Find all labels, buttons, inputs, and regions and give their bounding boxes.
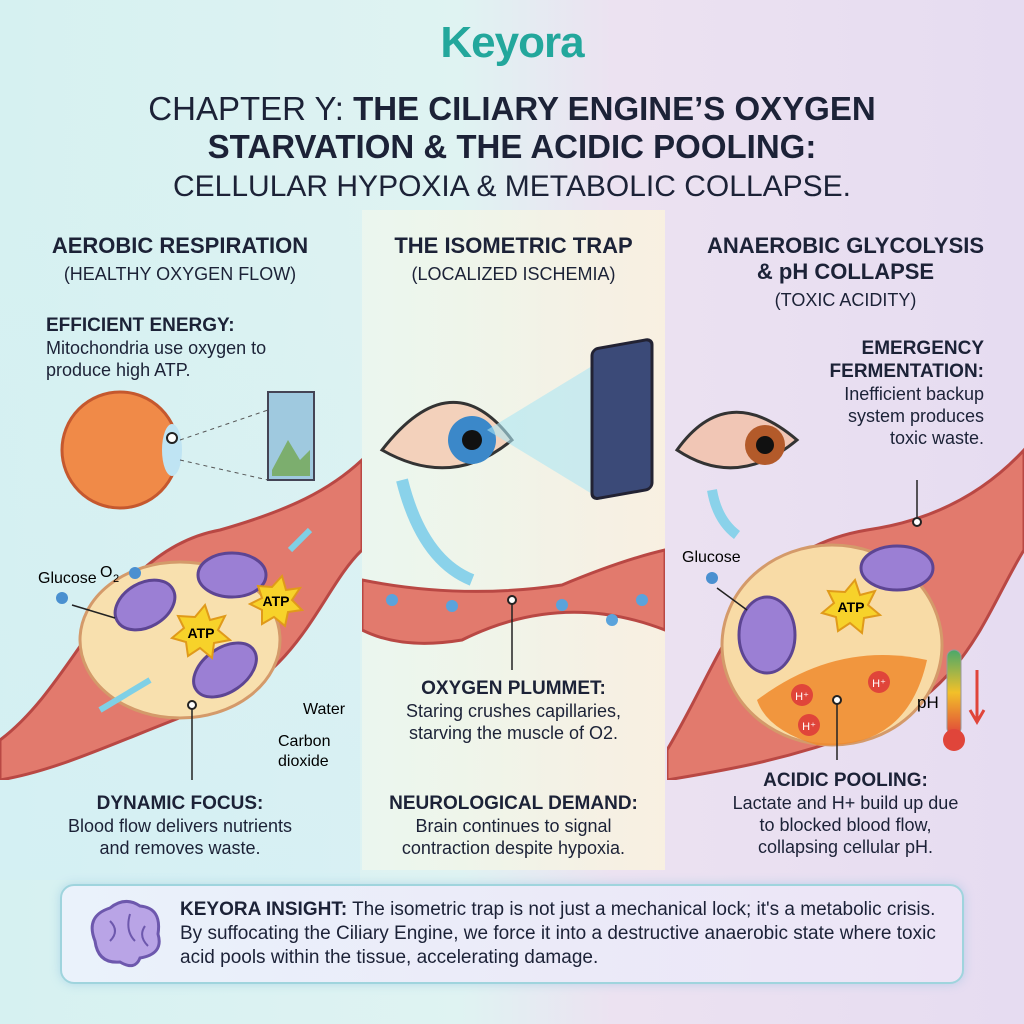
- chapter-subtitle: CELLULAR HYPOXIA & METABOLIC COLLAPSE.: [172, 170, 852, 203]
- chapter-title-line1: CHAPTER Y: THE CILIARY ENGINE’S OXYGEN: [148, 90, 876, 127]
- atp-burst-icon: [819, 577, 883, 635]
- eye-icon: [379, 401, 515, 470]
- isometric-subheading: (LOCALIZED ISCHEMIA): [411, 264, 616, 284]
- svg-text:ATP: ATP: [263, 593, 290, 609]
- insight-text: KEYORA INSIGHT: The isometric trap is no…: [180, 899, 936, 968]
- aerobic-subheading: (HEALTHY OXYGEN FLOW): [63, 264, 297, 284]
- svg-text:2: 2: [113, 573, 119, 585]
- isometric-heading: THE ISOMETRIC TRAP: [394, 233, 633, 258]
- svg-text:Glucose: Glucose: [38, 570, 97, 587]
- svg-text:Water: Water: [303, 701, 346, 718]
- screen-glare: [487, 360, 602, 500]
- isometric-column-bg: [362, 210, 665, 870]
- svg-text:ATP: ATP: [188, 625, 215, 641]
- atp-burst-icon: ATP ATP: [169, 573, 305, 660]
- svg-text:Glucose: Glucose: [682, 549, 741, 566]
- isometric-illustration: [362, 338, 665, 670]
- svg-text:ATP: ATP: [838, 599, 865, 615]
- keyora-insight-box: KEYORA INSIGHT: The isometric trap is no…: [60, 884, 964, 984]
- svg-text:H⁺: H⁺: [802, 721, 816, 733]
- tablet-icon: [590, 338, 654, 501]
- svg-text:H⁺: H⁺: [795, 691, 809, 703]
- anaerobic-illustration: ATP H⁺ H⁺ H⁺ Glucose pH: [667, 410, 1024, 780]
- arrow-icon: [707, 489, 741, 539]
- arrow-icon: [396, 478, 475, 586]
- eye-icon: [674, 410, 800, 470]
- svg-text:Carbon: Carbon: [278, 733, 330, 750]
- eye-icon: [60, 390, 182, 510]
- oxygen-plummet-callout: OXYGEN PLUMMET:Staring crushes capillari…: [405, 678, 622, 743]
- neurological-demand-caption: NEUROLOGICAL DEMAND:Brain continues to s…: [389, 793, 638, 858]
- anaerobic-subheading: (TOXIC ACIDITY): [774, 290, 917, 310]
- flow-arrow-icon: [98, 677, 152, 713]
- svg-text:H⁺: H⁺: [872, 678, 886, 690]
- down-arrow-icon: [968, 670, 986, 725]
- hydrogen-ion-icon: H⁺ H⁺ H⁺: [791, 671, 890, 736]
- anaerobic-heading: ANAEROBIC GLYCOLYSIS& pH COLLAPSE: [706, 233, 985, 284]
- svg-text:O: O: [100, 564, 112, 581]
- thermometer-icon: [943, 649, 965, 751]
- acidic-pooling-caption: ACIDIC POOLING:Lactate and H+ build up d…: [732, 770, 959, 857]
- keyora-logo: Keyora: [440, 18, 584, 67]
- dynamic-focus-caption: DYNAMIC FOCUS:Blood flow delivers nutrie…: [67, 793, 293, 858]
- svg-text:pH: pH: [917, 693, 939, 712]
- svg-text:dioxide: dioxide: [278, 753, 329, 770]
- mitochondria-icon: [737, 544, 935, 675]
- chapter-title-line2: STARVATION & THE ACIDIC POOLING:: [207, 128, 817, 165]
- brain-icon: [90, 900, 161, 968]
- aerobic-heading: AEROBIC RESPIRATION: [51, 233, 309, 258]
- efficient-energy-callout: EFFICIENT ENERGY:Mitochondria use oxygen…: [46, 315, 267, 380]
- screen-icon: [267, 391, 315, 481]
